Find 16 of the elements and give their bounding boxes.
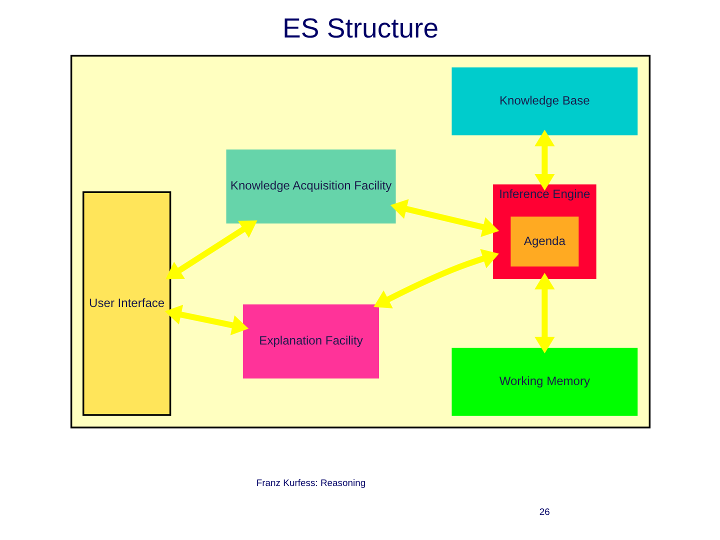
node-box: Agenda xyxy=(510,216,578,267)
arrow xyxy=(373,248,498,308)
cluster xyxy=(70,54,650,428)
arrow xyxy=(390,199,499,237)
node-box: Explanation Facility xyxy=(242,304,378,378)
arrow xyxy=(534,272,554,354)
node-box: User Interface xyxy=(82,191,171,416)
diagram-title: ES Structure xyxy=(282,12,438,44)
node-box: Working Memory xyxy=(451,348,638,416)
label: Franz Kurfess: Reasoning xyxy=(256,478,366,489)
arrow xyxy=(534,130,554,191)
label: 26 xyxy=(538,507,550,518)
node-box: Knowledge Base xyxy=(451,67,638,136)
arrow xyxy=(164,304,248,336)
node-box: Knowledge Acquisition Facility xyxy=(226,150,396,224)
arrow xyxy=(165,220,257,280)
